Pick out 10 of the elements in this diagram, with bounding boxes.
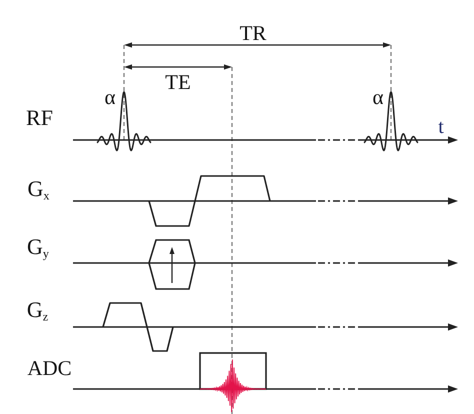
channel-label: G$_{z}$: [26, 299, 48, 323]
dimension-label: TE: [165, 72, 191, 93]
channel-label: ADC: [27, 358, 72, 379]
channel-label: G$_{x}$: [28, 178, 50, 202]
dimension-label: TR: [240, 23, 266, 44]
channel-label: G$_{y}$: [27, 236, 49, 260]
channel-label: RF: [26, 107, 53, 129]
flip-angle-label: α: [372, 87, 384, 108]
flip-angle-label: α: [104, 87, 116, 108]
axis-label: t: [438, 117, 444, 137]
